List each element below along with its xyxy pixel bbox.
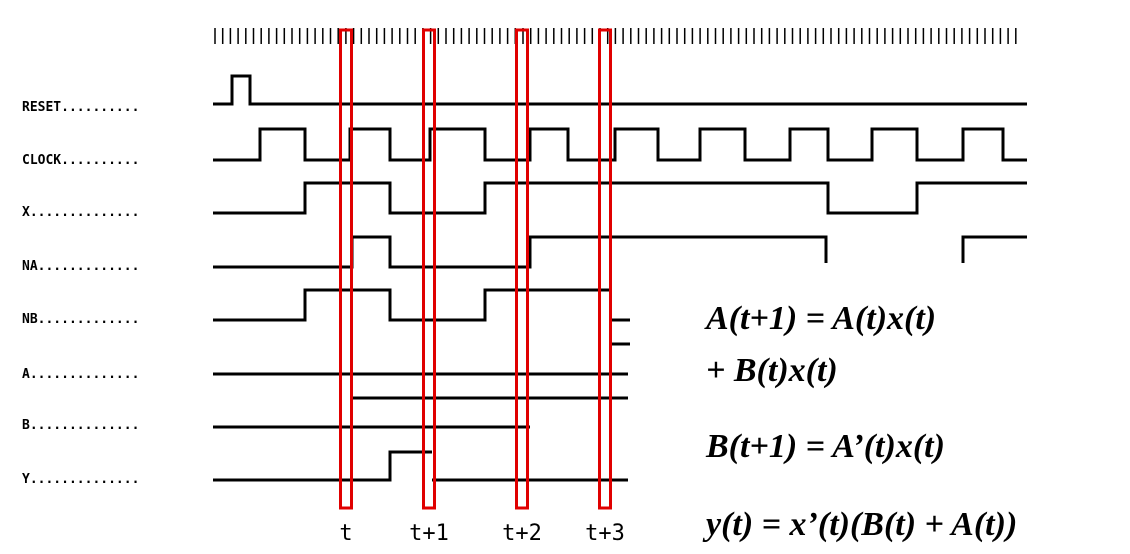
time-marker-label: t+2: [502, 521, 542, 546]
time-marker-1: [339, 28, 353, 510]
time-marker-labels: t t+1 t+2 t+3: [339, 521, 625, 546]
signal-label-a: A..............: [22, 367, 139, 382]
signal-label-b: B..............: [22, 418, 139, 433]
signal-label-y: Y..............: [22, 472, 139, 487]
waveform-x: [213, 181, 1027, 215]
equation-y: y(t) = x’(t)(B(t) + A(t)): [706, 506, 1018, 543]
signal-label-x: X..............: [22, 205, 139, 220]
signal-label-reset: RESET..........: [22, 100, 139, 115]
time-ruler: [214, 28, 1017, 44]
time-marker-3: [515, 28, 529, 510]
time-marker-label: t+1: [409, 521, 449, 546]
time-markers: [339, 28, 612, 510]
equation-a-line2: + B(t)x(t): [706, 352, 838, 389]
time-marker-2: [422, 28, 436, 510]
signal-label-na: NA.............: [22, 259, 139, 274]
waveform-y: [213, 450, 432, 482]
waveform-na: [213, 235, 828, 269]
signal-label-nb: NB.............: [22, 312, 139, 327]
signal-label-clock: CLOCK..........: [22, 153, 139, 168]
equation-b: B(t+1) = A’(t)x(t): [706, 428, 945, 465]
waveform-na: [961, 235, 1027, 263]
waveforms: [213, 74, 1027, 482]
time-marker-4: [598, 28, 612, 510]
waveform-reset: [213, 74, 1027, 106]
waveform-clock: [213, 127, 1027, 162]
time-marker-label: t+3: [585, 521, 625, 546]
time-marker-label: t: [339, 521, 352, 546]
equation-a-line1: A(t+1) = A(t)x(t): [706, 300, 937, 337]
signal-labels: RESET.......... CLOCK.......... X.........…: [22, 100, 139, 487]
waveform-nb: [213, 288, 612, 322]
